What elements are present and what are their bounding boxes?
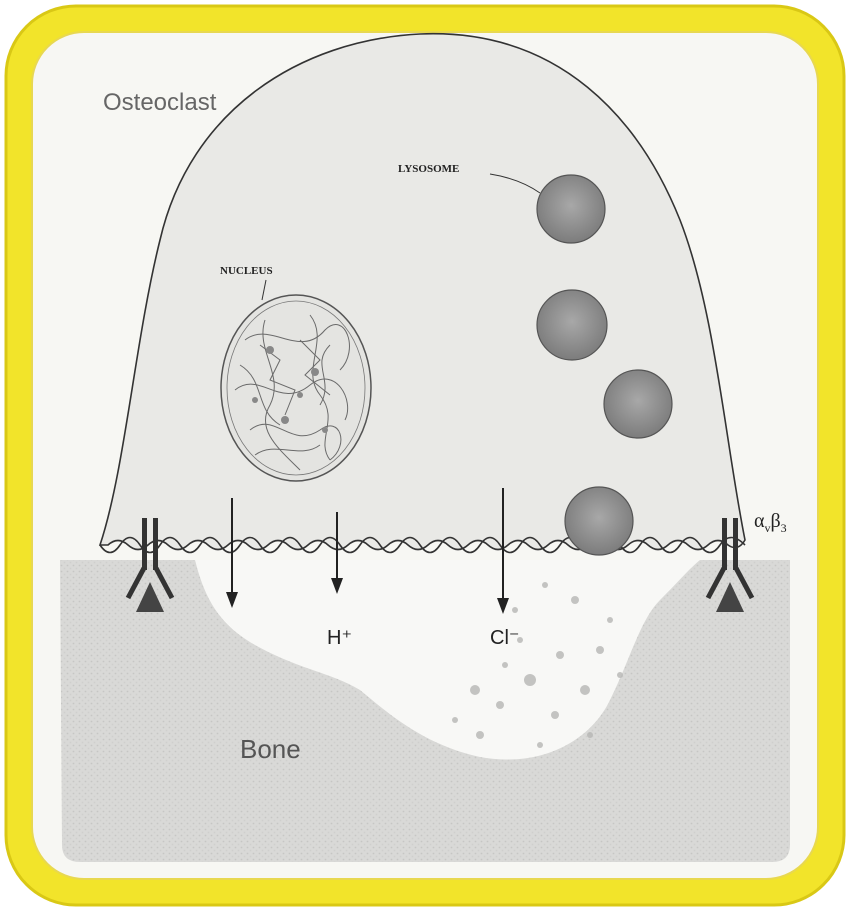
diagram-title: Osteoclast [103, 89, 217, 116]
nucleus-label: NUCLEUS [220, 265, 273, 277]
lysosome-label: LYSOSOME [398, 163, 459, 175]
lysosome-3 [604, 370, 672, 438]
lysosome-4 [565, 487, 633, 555]
nucleus [221, 295, 371, 481]
integrin-alpha: α [754, 510, 765, 532]
integrin-beta-sub: 3 [781, 521, 787, 535]
bone-label: Bone [240, 734, 301, 764]
integrin-beta: β [770, 510, 780, 532]
hydrogen-ion-label: H⁺ [327, 627, 352, 649]
lysosome-1 [537, 175, 605, 243]
lysosome-2 [537, 290, 607, 360]
chloride-ion-label: Cl⁻ [490, 627, 519, 649]
